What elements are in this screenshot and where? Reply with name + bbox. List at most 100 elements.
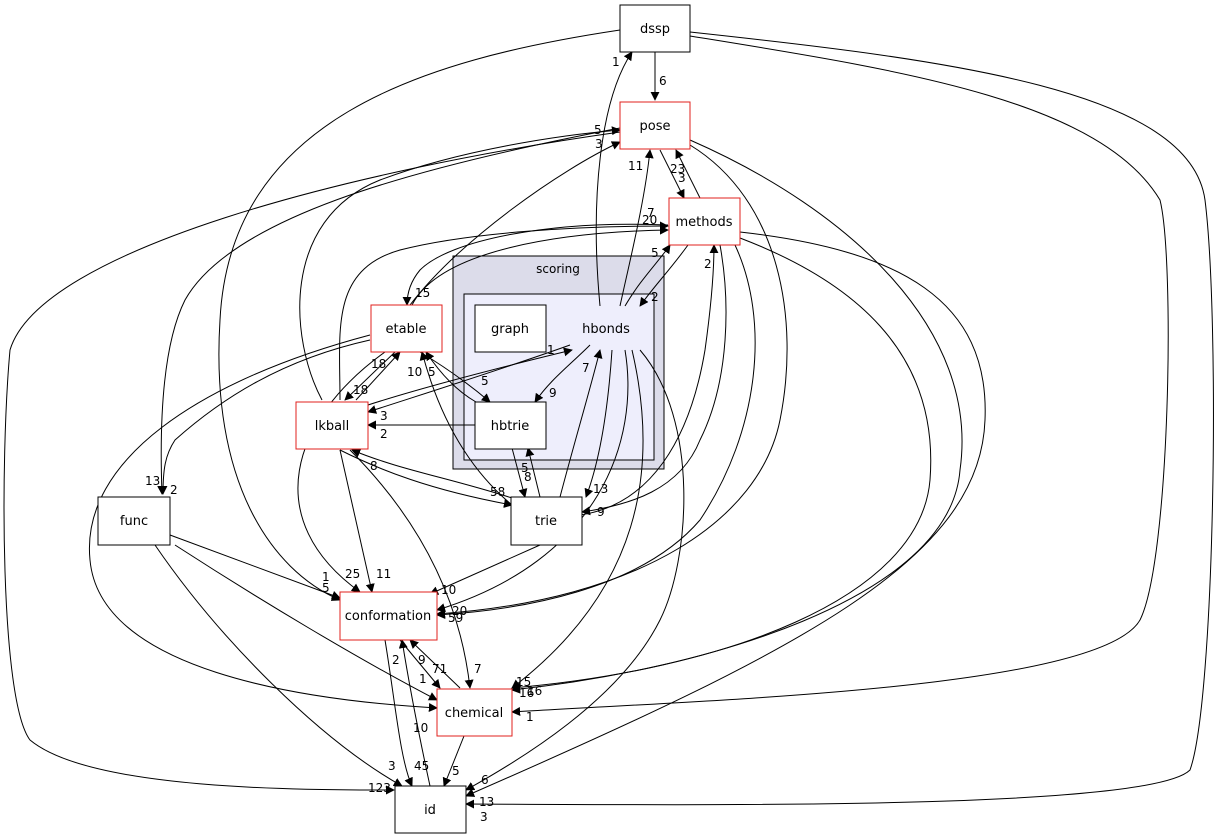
edge-label: 15 [415, 286, 430, 300]
edge-label: 10 [407, 365, 422, 379]
node-conformation-label: conformation [345, 609, 432, 624]
edge-label: 18 [353, 383, 368, 397]
node-func[interactable]: func [97, 496, 171, 546]
edge-pose-func [157, 127, 621, 495]
edge-label: 5 [452, 764, 460, 778]
edge-label: 11 [628, 159, 643, 173]
edge-label: 58 [490, 485, 505, 499]
edge-label: 8 [370, 459, 378, 473]
edge-methods-id [465, 231, 986, 797]
node-conformation[interactable]: conformation [339, 591, 438, 641]
edge-label: 1 [526, 710, 534, 724]
edge-label: 123 [368, 781, 391, 795]
edge-lkball-methods [339, 221, 669, 401]
edge-hbonds-dssp [595, 51, 633, 307]
edge-trie-hbonds [559, 349, 603, 498]
edge-func-conformation [169, 534, 341, 600]
edge-trie-methods [579, 244, 719, 516]
node-hbtrie[interactable]: hbtrie [474, 401, 547, 450]
edge-etable-pose [409, 141, 621, 306]
node-methods[interactable]: methods [668, 197, 741, 246]
node-methods-label: methods [676, 215, 733, 230]
node-trie[interactable]: trie [510, 496, 583, 546]
edge-label: 13 [145, 474, 160, 488]
edge-label: 2 [380, 427, 388, 441]
edge-label: 10 [441, 583, 456, 597]
edge-label: 13 [479, 795, 494, 809]
node-pose-label: pose [640, 119, 671, 134]
edge-func-id [154, 544, 403, 787]
node-trie-label: trie [535, 514, 557, 529]
edge-etable-methods [411, 225, 669, 306]
edge-label: 5 [521, 461, 529, 475]
edge-hbtrie-trie [511, 447, 528, 498]
node-dssp[interactable]: dssp [619, 4, 691, 53]
node-pose[interactable]: pose [619, 101, 691, 150]
edge-label: 10 [413, 721, 428, 735]
edge-hbonds-hbtrie [534, 344, 591, 403]
edge-label: 5 [594, 123, 602, 137]
edge-methods-etable [402, 223, 669, 306]
edge-dssp-conformation [218, 29, 621, 601]
edge-chemical-id [442, 735, 465, 787]
edge-label: 59 [448, 611, 463, 625]
cluster-scoring-title: scoring [536, 262, 580, 276]
node-lkball[interactable]: lkball [295, 401, 369, 450]
edge-label: 6 [659, 74, 667, 88]
edge-chemical-conformation [409, 639, 461, 689]
edge-label: 5 [651, 246, 659, 260]
node-graph[interactable]: graph [474, 304, 547, 353]
edge-methods-conformation [436, 244, 756, 620]
edge-hbonds-lkball [367, 344, 571, 414]
edge-label: 7 [582, 361, 590, 375]
edge-label: 45 [414, 759, 429, 773]
edge-hbonds-chemical [511, 349, 644, 689]
edge-etable-lkball [344, 351, 396, 401]
edge-dssp-chemical [511, 35, 1169, 716]
cluster-hbonds-title: hbonds [582, 322, 630, 337]
edge-hbonds-conformation [436, 349, 629, 612]
edge-label: 1 [419, 672, 427, 686]
edge-hbonds-id [465, 349, 685, 791]
node-func-label: func [120, 514, 148, 529]
edge-func-chemical [174, 544, 438, 701]
node-dssp-label: dssp [640, 22, 670, 37]
edge-pose-conformation [436, 144, 788, 618]
edge-label: 5 [428, 365, 436, 379]
edge-trie-hbtrie [525, 447, 541, 498]
node-etable[interactable]: etable [370, 304, 443, 353]
edge-hbonds-pose [619, 149, 654, 307]
edge-lkball-conformation [339, 449, 375, 593]
edge-trie-conformation [429, 544, 541, 595]
edge-pose-methods [659, 149, 685, 199]
edge-label: 7 [474, 662, 482, 676]
edge-label: 8 [524, 470, 532, 484]
edge-label: 18 [371, 357, 386, 371]
edge-label: 3 [480, 810, 488, 824]
edge-trie-etable [419, 351, 513, 506]
edge-label: 2 [170, 483, 178, 497]
edge-etable-func [158, 339, 371, 495]
edge-hbtrie-etable [425, 351, 477, 403]
edge-labels: 1 6 5 3 11 23 3 7 20 5 2 2 15 1 7 9 18 1… [145, 55, 712, 824]
edge-label: 16 [519, 686, 534, 700]
node-chemical[interactable]: chemical [436, 688, 513, 737]
edge-label: 20 [642, 213, 657, 227]
edges [3, 29, 1214, 809]
node-lkball-label: lkball [315, 419, 350, 434]
edge-label: 11 [376, 567, 391, 581]
edge-pose-id [3, 131, 621, 795]
edge-label: 7 [647, 206, 655, 220]
edge-label: 2 [704, 257, 712, 271]
edge-label: 5 [481, 374, 489, 388]
edge-hbonds-trie [584, 349, 613, 498]
node-id-label: id [424, 803, 436, 818]
edge-lkball-pose [299, 126, 621, 401]
node-id[interactable]: id [394, 785, 467, 834]
node-hbtrie-label: hbtrie [491, 419, 530, 434]
edge-lkball-hbonds [367, 347, 573, 406]
edge-label: 20 [452, 604, 467, 618]
edge-label: 23 [670, 162, 685, 176]
edge-methods-trie [581, 244, 727, 516]
